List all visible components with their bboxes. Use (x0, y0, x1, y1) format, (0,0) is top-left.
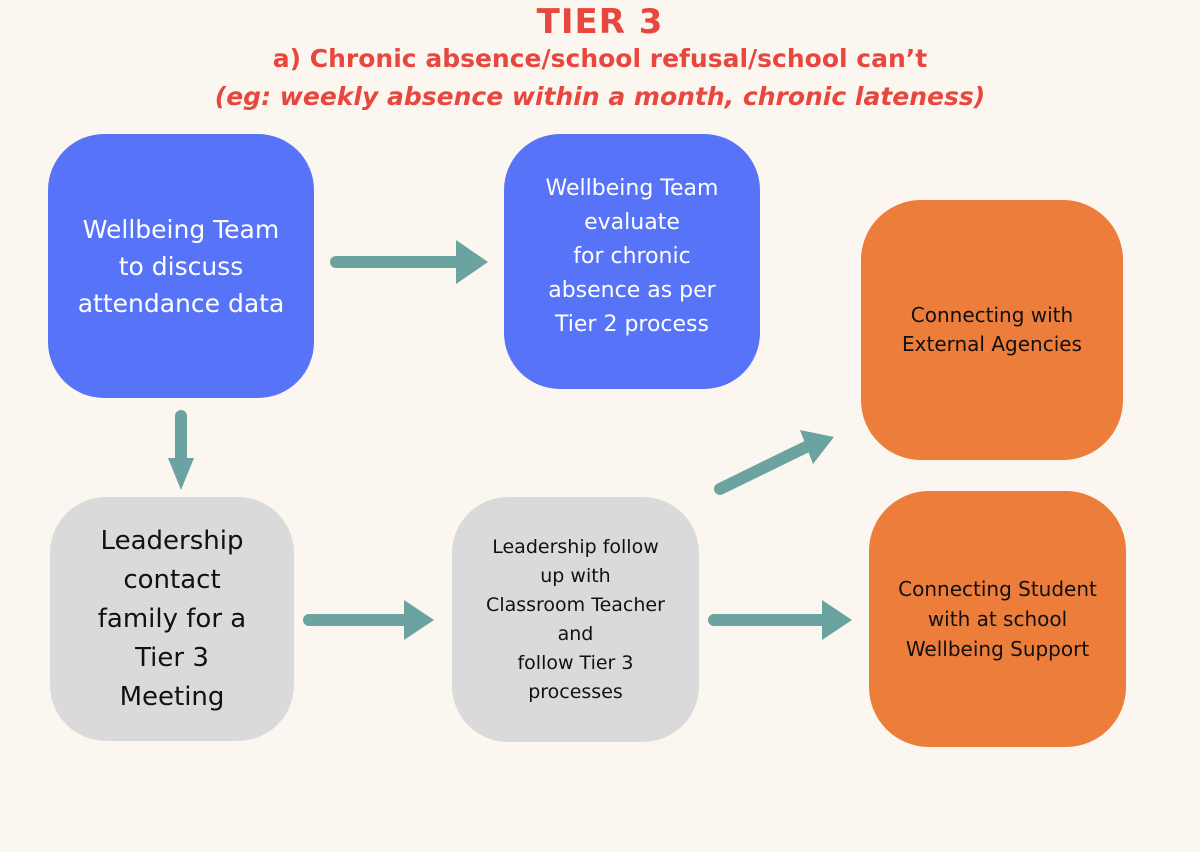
page-title: TIER 3 (536, 2, 664, 42)
arrow-meeting-to-followup (303, 600, 434, 640)
arrow-followup-to-student (708, 600, 852, 640)
evaluate-chronic-absence-box: Wellbeing Team evaluate for chronic abse… (504, 134, 760, 389)
external-agencies-box: Connecting with External Agencies (861, 200, 1123, 460)
discuss-attendance-box: Wellbeing Team to discuss attendance dat… (48, 134, 314, 398)
arrow-discuss-to-meeting (168, 410, 194, 490)
school-wellbeing-support-box: Connecting Student with at school Wellbe… (869, 491, 1126, 747)
page-subtitle-example: (eg: weekly absence within a month, chro… (214, 82, 986, 111)
page-subtitle: a) Chronic absence/school refusal/school… (272, 44, 928, 73)
tier3-meeting-box: Leadership contact family for a Tier 3 M… (50, 497, 294, 741)
arrow-followup-to-external (714, 430, 834, 495)
leadership-followup-box: Leadership follow up with Classroom Teac… (452, 497, 699, 742)
arrow-discuss-to-evaluate (330, 240, 488, 284)
